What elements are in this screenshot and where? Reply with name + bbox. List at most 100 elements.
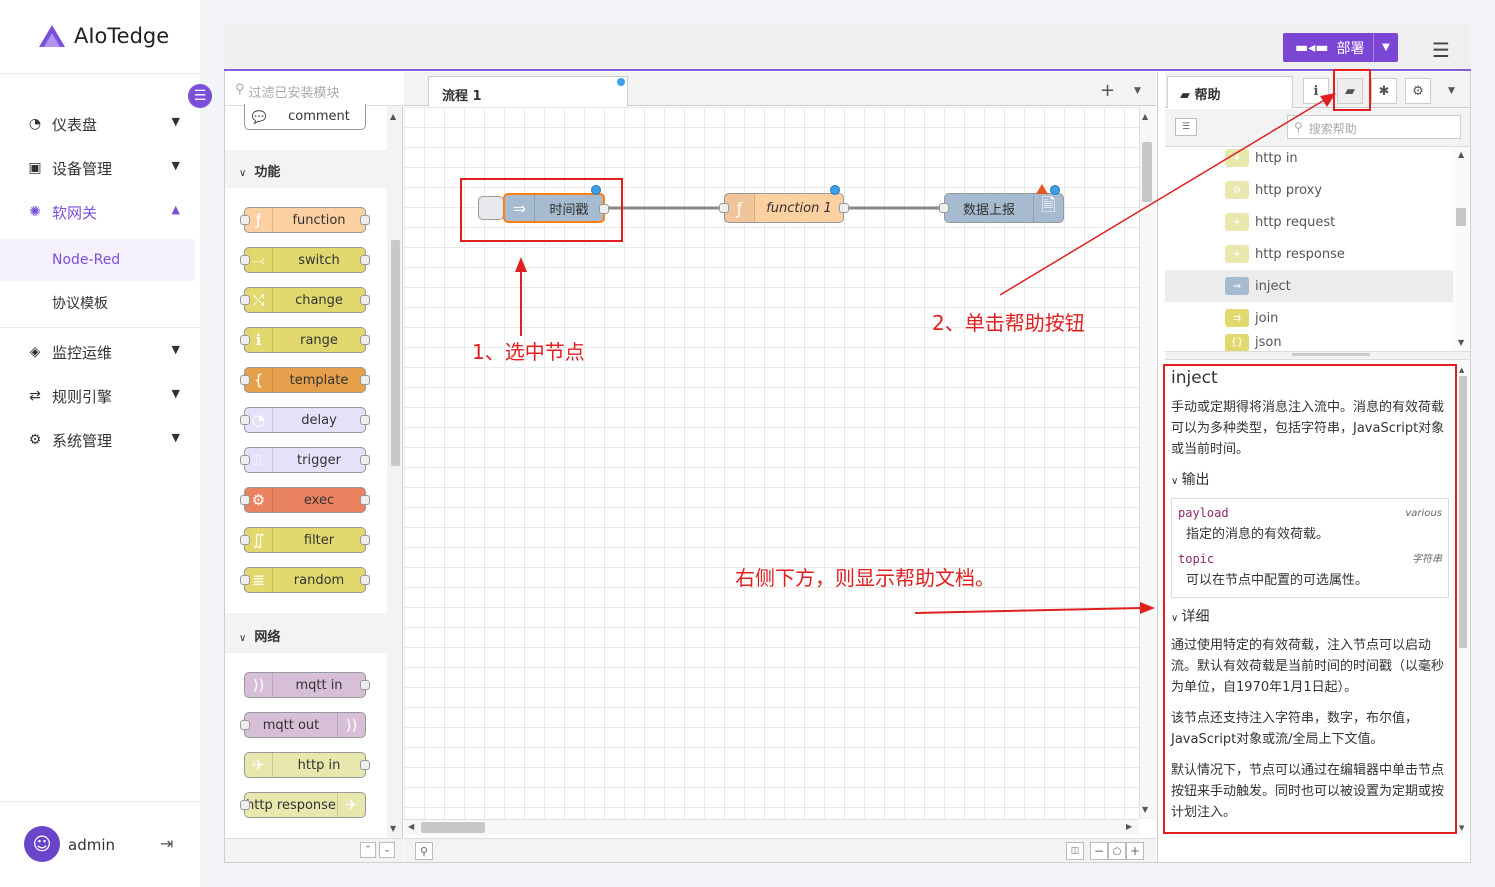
input-port[interactable] [719,203,729,213]
submenu-item-node-red[interactable]: Node-Red [0,239,195,281]
help-tree-item[interactable]: {}json [1165,334,1453,351]
menu-item-system[interactable]: ⚙ 系统管理 ▼ [26,428,186,452]
avatar[interactable]: ☺ [24,826,60,862]
palette-node-change[interactable]: ⤭change [240,287,370,313]
workspace-canvas[interactable] [404,107,1139,819]
scroll-up-icon[interactable]: ▲ [1458,150,1465,159]
deploy-button[interactable]: ▬◂▬部署 ▼ [1283,33,1398,62]
palette-category-network[interactable]: ∨网络 [225,615,387,653]
flow-node-report[interactable]: 数据上报 🗎 [939,193,1064,223]
palette-node-mqtt-out[interactable]: mqtt out)) [240,712,366,738]
input-port[interactable] [939,203,949,213]
add-tab-icon[interactable]: + [1100,80,1116,101]
palette-node-switch[interactable]: ⤙switch [240,247,370,273]
prop-type: 字符串 [1412,554,1442,565]
expand-all-icon[interactable]: ⌄ [379,842,395,858]
menu-item-rules[interactable]: ⇄ 规则引擎 ▼ [26,384,186,408]
palette-scroll-thumb[interactable] [391,240,400,466]
debug-bug-icon[interactable]: ✱ [1371,78,1397,104]
palette-node-comment[interactable]: 💬 comment [244,104,366,130]
chevron-down-icon: ▼ [171,431,180,444]
zoom-out-icon[interactable]: − [1090,842,1108,860]
help-tree-item[interactable]: ⇉join [1165,302,1453,334]
scroll-down-icon[interactable]: ▼ [1458,338,1465,347]
palette-node-delay[interactable]: ◔delay [240,407,370,433]
scroll-down-icon[interactable]: ▼ [1142,805,1149,814]
palette-node-filter[interactable]: ∬filter [240,527,370,553]
tree-scrollbar[interactable] [1453,147,1469,351]
output-port [360,335,370,345]
output-port[interactable] [599,204,609,214]
navigator-icon[interactable]: ◫ [1066,842,1084,860]
tree-scroll-thumb[interactable] [1456,208,1466,226]
vertical-scroll-thumb[interactable] [1142,142,1152,202]
help-search-input[interactable]: ⚲ 搜索帮助 [1287,115,1461,139]
palette-node-trigger[interactable]: ⎍trigger [240,447,370,473]
help-tree-item[interactable]: ✈http request [1165,206,1453,238]
help-tree-item[interactable]: ✈http in [1165,142,1453,174]
sidebar-menu-icon[interactable]: ▼ [1448,86,1455,96]
scroll-left-icon[interactable]: ◀ [408,822,415,831]
deploy-dropdown-icon[interactable]: ▼ [1373,33,1398,62]
scroll-down-icon[interactable]: ▼ [1459,824,1465,832]
menu-item-devices[interactable]: ▣ 设备管理 ▼ [26,156,186,180]
palette-category-function[interactable]: ∨功能 [225,150,387,188]
workspace-horizontal-scrollbar[interactable] [404,819,1139,835]
palette-node-http-response[interactable]: http response✈ [240,792,366,818]
palette-node-template[interactable]: {template [240,367,370,393]
node-icon: ⤙ [245,248,273,272]
category-label: 功能 [254,165,281,180]
config-gear-icon[interactable]: ⚙ [1405,78,1431,104]
palette-node-exec[interactable]: ⚙exec [240,487,370,513]
tab-flow-1[interactable]: 流程 1 [428,76,628,107]
help-book-icon[interactable]: ▰ [1337,78,1363,104]
scroll-down-icon[interactable]: ▼ [390,824,397,833]
help-tree-item[interactable]: ⚙http proxy [1165,174,1453,206]
menu-item-gateway[interactable]: ✺ 软网关 ▲ [26,200,186,224]
changed-indicator [591,185,601,195]
zoom-reset-icon[interactable]: ○ [1108,842,1126,860]
menu-label: 软网关 [52,203,98,222]
logout-icon[interactable]: ⇥ [160,834,174,853]
output-port [360,680,370,690]
help-outputs-heading[interactable]: ∨ 输出 [1171,472,1210,488]
palette-node-http-in[interactable]: ✈http in [244,752,370,778]
flow-node-function[interactable]: ƒ function 1 [719,193,849,223]
help-tree-item[interactable]: ⇒inject [1165,270,1453,302]
output-port [360,415,370,425]
scroll-up-icon[interactable]: ▲ [390,112,397,121]
submenu-item-protocol-template[interactable]: 协议模板 [52,296,108,312]
search-icon[interactable]: ⚲ [415,842,433,860]
scroll-up-icon[interactable]: ▲ [1142,112,1149,121]
splitter-handle[interactable] [1292,353,1370,356]
deploy-label: 部署 [1336,40,1365,57]
palette-node-random[interactable]: ≣random [240,567,370,593]
toc-list-icon[interactable]: ☰ [1175,118,1197,136]
node-icon: ⇉ [1225,309,1249,327]
input-port [240,575,250,585]
scroll-up-icon[interactable]: ▲ [1459,366,1465,374]
palette-node-mqtt-in[interactable]: ))mqtt in [244,672,370,698]
flow-node-inject[interactable]: ⇒ 时间戳 [503,193,609,223]
horizontal-scroll-thumb[interactable] [421,822,485,833]
collapse-menu-icon[interactable]: ☰ [188,84,212,108]
help-scroll-thumb[interactable] [1459,376,1467,648]
workspace-vertical-scrollbar[interactable] [1139,107,1155,819]
menu-item-monitoring[interactable]: ◈ 监控运维 ▼ [26,340,186,364]
collapse-all-icon[interactable]: ⌃ [360,842,376,858]
main-menu-icon[interactable]: ☰ [1432,38,1450,62]
highlight-box-help-panel [1163,364,1457,834]
help-tree-item[interactable]: ✈http response [1165,238,1453,270]
menu-item-dashboard[interactable]: ◔ 仪表盘 ▼ [26,112,186,136]
output-port[interactable] [839,203,849,213]
zoom-in-icon[interactable]: + [1126,842,1144,860]
help-details-heading[interactable]: ∨ 详细 [1171,609,1210,625]
tab-changed-indicator [616,77,626,87]
tab-help[interactable]: ▰ 帮助 [1167,76,1293,108]
scroll-right-icon[interactable]: ▶ [1126,822,1133,831]
tab-menu-icon[interactable]: ▼ [1134,86,1141,96]
palette-node-label: mqtt in [295,677,343,693]
input-port [240,800,250,810]
